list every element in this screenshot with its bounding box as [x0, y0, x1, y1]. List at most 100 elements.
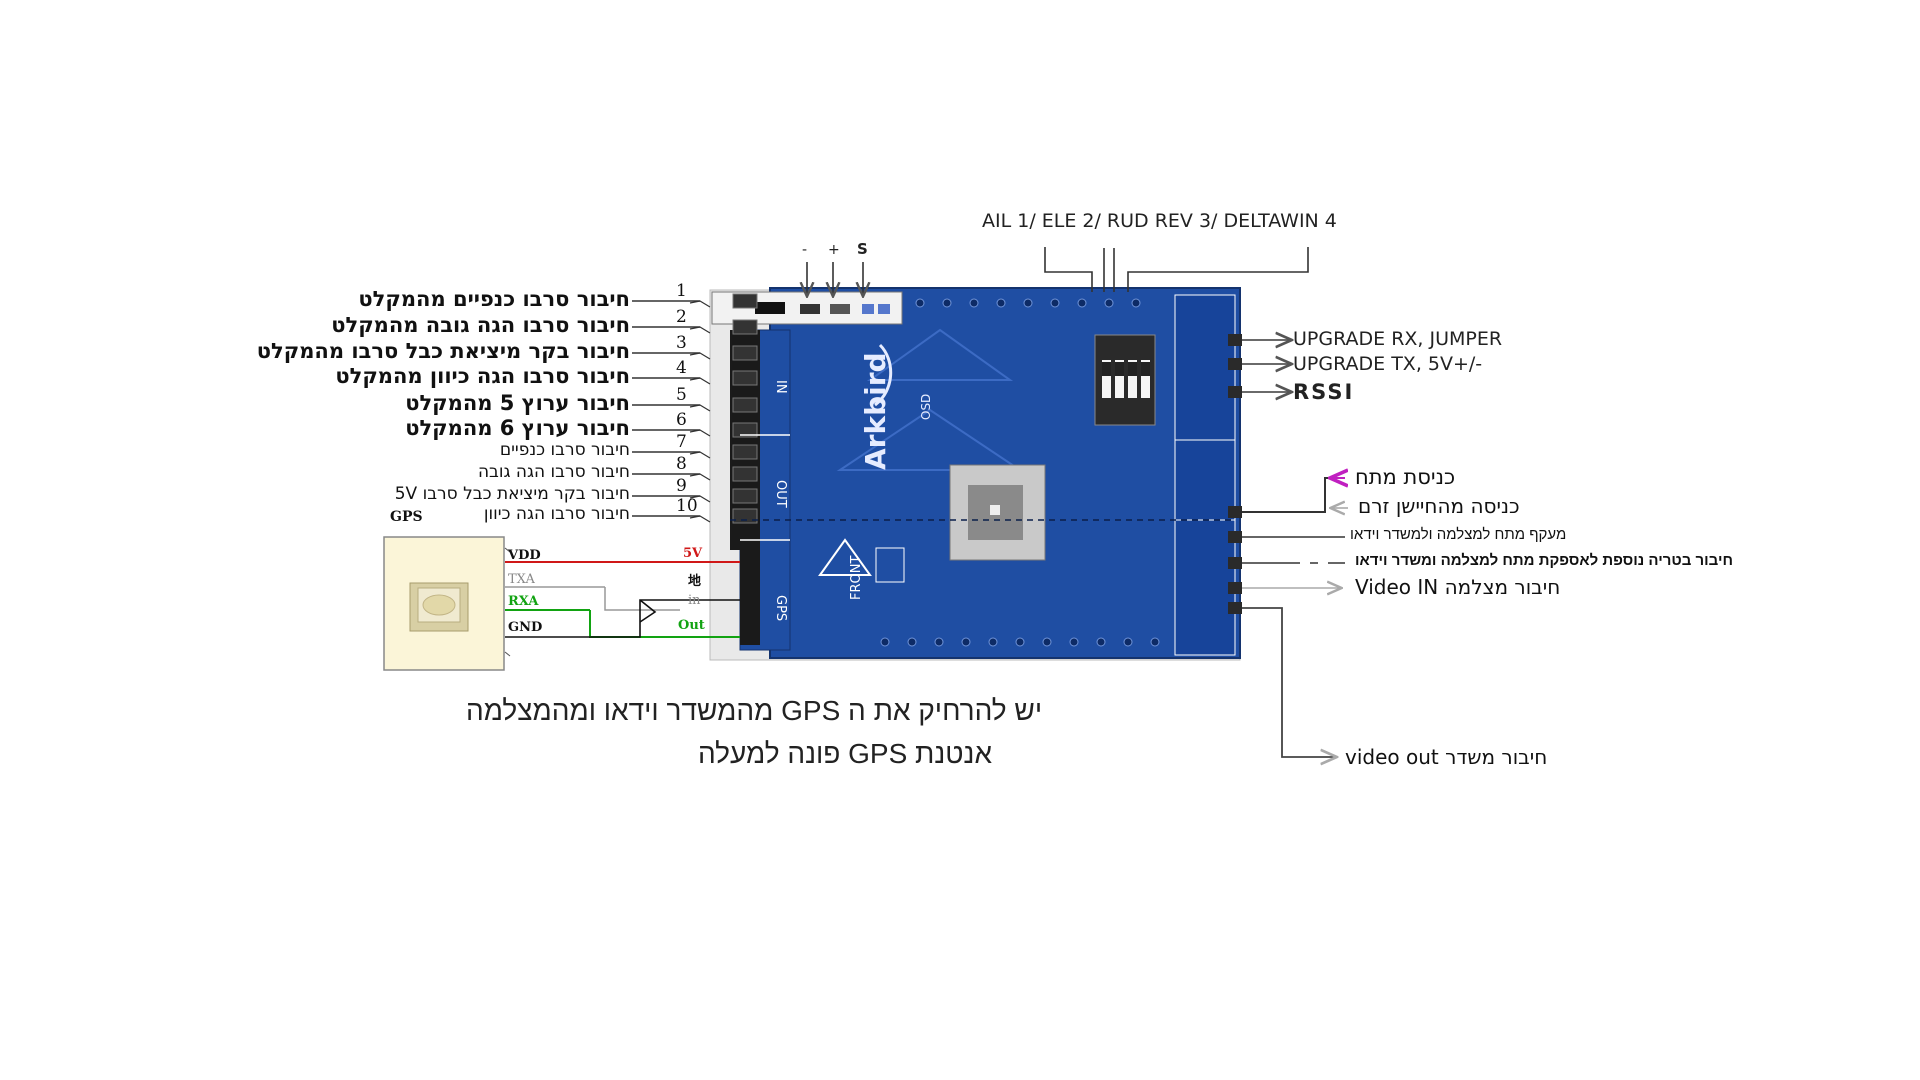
label-upgrade-rx: UPGRADE RX, JUMPER — [1293, 328, 1503, 350]
pin-signal: S — [857, 240, 868, 258]
pcb-hole — [1096, 637, 1106, 647]
dip-toggle — [1141, 360, 1150, 398]
pin-plus: + — [828, 242, 840, 258]
pcb-hole — [988, 637, 998, 647]
gps-pin-txa: TXA — [508, 572, 535, 587]
left-label-2: חיבור סרבו הגה גובה מהמקלט — [331, 313, 630, 337]
pcb-hole — [1069, 637, 1079, 647]
gps-pin-gnd: GND — [508, 620, 543, 635]
header-pin-6 — [732, 422, 758, 438]
side-connector-pin — [1228, 358, 1242, 370]
left-label-3: חיבור בקר מיציאת כבל סרבו מהמקלט — [256, 339, 630, 363]
board-model: OSD — [919, 394, 933, 420]
left-number-7: 7 — [676, 432, 687, 452]
left-number-10: 10 — [676, 496, 698, 516]
left-number-6: 6 — [676, 410, 687, 430]
label-rssi: RSSI — [1293, 380, 1355, 404]
label-current-sensor: כניסה מהחיישן זרם — [1358, 494, 1520, 518]
left-number-3: 3 — [676, 333, 687, 353]
left-label-6: חיבור ערוץ 6 מהמקלט — [405, 416, 630, 440]
pcb-right-column — [1174, 294, 1236, 656]
left-number-1: 1 — [676, 281, 687, 301]
left-number-5: 5 — [676, 385, 687, 405]
header-pin-9 — [732, 488, 758, 504]
pcb-hole — [1015, 637, 1025, 647]
pcb-hole — [961, 637, 971, 647]
section-gps: GPS — [773, 595, 788, 621]
left-label-7: חיבור סרבו כנפיים — [499, 440, 630, 460]
leader-tick-5 — [689, 404, 711, 412]
header-pin-10 — [732, 508, 758, 524]
leader-tick-9 — [689, 495, 711, 503]
leader-tick-2 — [689, 326, 711, 334]
left-number-8: 8 — [676, 454, 687, 474]
left-label-10: חיבור סרבו הגה כיוון — [483, 504, 630, 524]
gps-right-gnd: 地 — [688, 574, 702, 589]
section-out: OUT — [773, 480, 788, 508]
side-connector-pin — [1228, 531, 1242, 543]
top-arrows — [807, 262, 863, 295]
left-number-9: 9 — [676, 476, 687, 496]
note-gps-distance: יש להרחיק את ה GPS מהמשדר וידאו ומהמצלמה — [466, 695, 1043, 726]
leader-tick-3 — [689, 352, 711, 360]
label-extra-battery: חיבור בטריה נוספת לאספקת מתח למצלמה ומשד… — [1355, 552, 1733, 569]
note-gps-antenna: אנטנת GPS פונה למעלה — [698, 738, 993, 769]
pcb-hole — [1042, 637, 1052, 647]
side-connector-pin — [1228, 334, 1242, 346]
gps-right-5v: 5V — [683, 546, 703, 561]
header-pin-5 — [732, 397, 758, 413]
pcb-hole — [880, 637, 890, 647]
gps-right-out: Out — [678, 618, 705, 633]
dip-toggle — [1128, 360, 1137, 398]
pcb-hole — [1131, 298, 1141, 308]
pcb-hole — [942, 298, 952, 308]
side-connector-pin — [1228, 602, 1242, 614]
pcb-hole — [1150, 637, 1160, 647]
gps-title: GPS — [390, 509, 423, 525]
gps-pin-rxa: RXA — [508, 594, 539, 609]
pin-minus: - — [802, 242, 808, 258]
pcb-hole — [1123, 637, 1133, 647]
leader-tick-7 — [689, 451, 711, 459]
header-pin-7 — [732, 444, 758, 460]
left-label-4: חיבור סרבו הגה כיוון מהמקלט — [335, 364, 630, 388]
board-front-label: FRONT — [849, 556, 864, 600]
left-label-5: חיבור ערוץ 5 מהמקלט — [405, 391, 630, 415]
left-label-9: חיבור בקר מיציאת כבל סרבו 5V — [394, 484, 630, 504]
pcb-hole — [1077, 298, 1087, 308]
side-connector-pin — [1228, 557, 1242, 569]
label-power-input: כניסת מתח — [1355, 465, 1456, 489]
gps-pin-vdd: VDD — [508, 548, 541, 563]
dip-toggle — [1102, 360, 1111, 398]
label-upgrade-tx: UPGRADE TX, 5V+/- — [1293, 353, 1483, 375]
label-video-out: video out חיבור משדר — [1345, 745, 1548, 769]
pcb-hole — [996, 298, 1006, 308]
board-brand: Arkbird — [859, 352, 892, 470]
header-pin-8 — [732, 466, 758, 482]
leader-tick-10 — [689, 515, 711, 523]
pcb-hole — [969, 298, 979, 308]
left-number-2: 2 — [676, 307, 687, 327]
label-power-bypass: מעקף מתח למצלמה ולמשדר וידאו — [1350, 526, 1567, 543]
pcb-hole — [1104, 298, 1114, 308]
side-connector-pin — [1228, 582, 1242, 594]
dip-toggle — [1115, 360, 1124, 398]
left-number-4: 4 — [676, 358, 687, 378]
section-in: IN — [773, 380, 788, 394]
gps-right-in: in — [688, 593, 701, 608]
pcb-hole — [934, 637, 944, 647]
top-header-label: AIL 1/ ELE 2/ RUD REV 3/ DELTAWIN 4 — [982, 210, 1337, 232]
pcb-hole — [1050, 298, 1060, 308]
pcb-hole — [1023, 298, 1033, 308]
side-connector-pin — [1228, 506, 1242, 518]
leader-tick-1 — [689, 300, 711, 308]
left-label-1: חיבור סרבו כנפיים מהמקלט — [358, 287, 630, 311]
leader-tick-8 — [689, 473, 711, 481]
pcb-hole — [915, 298, 925, 308]
header-pin-3 — [732, 345, 758, 361]
label-video-in: Video IN חיבור מצלמה — [1355, 575, 1561, 599]
header-pin-1 — [732, 293, 758, 309]
left-label-8: חיבור סרבו הגה גובה — [477, 462, 630, 482]
